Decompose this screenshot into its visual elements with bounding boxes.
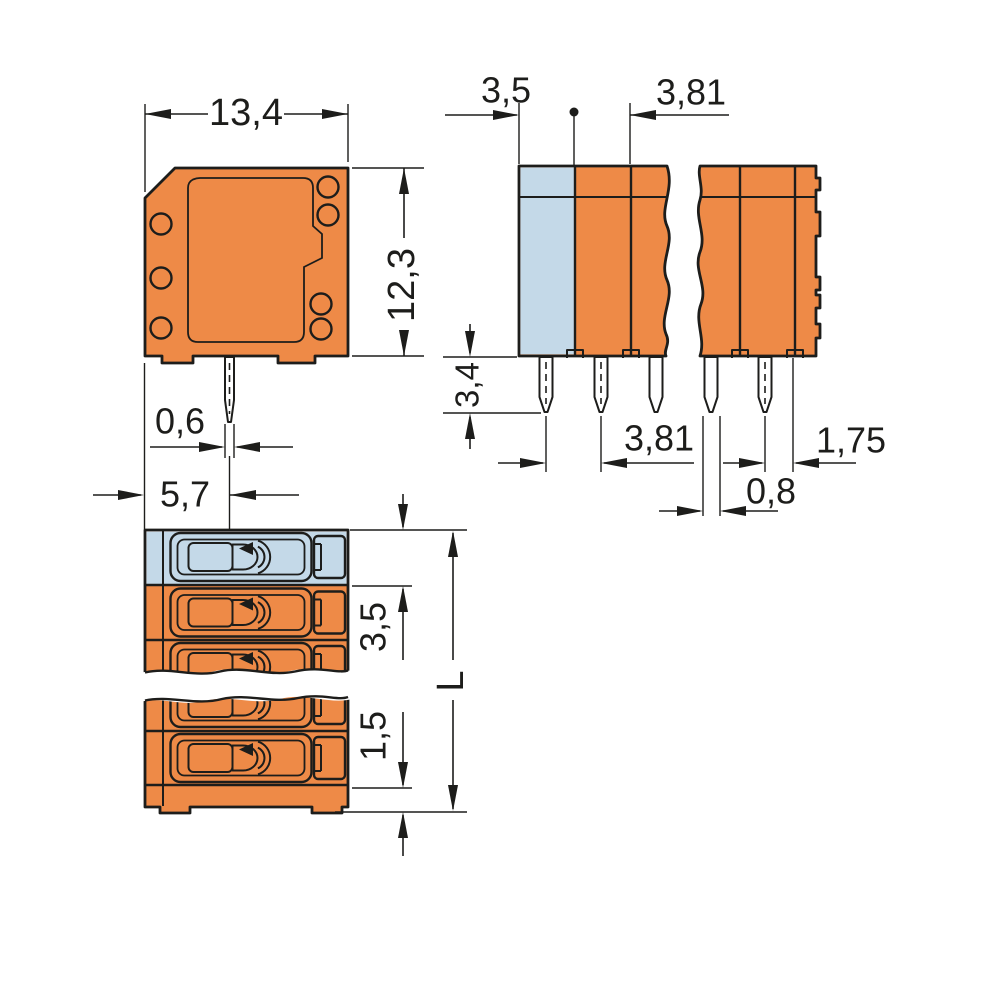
dim-overall-width-label: 13,4 [209,92,283,134]
front-housing-right-group [696,164,822,358]
dim-overall-height-label: 12,3 [381,248,423,322]
side-housing-body [143,166,350,365]
dim-pole-width-label: 3,5 [353,602,394,652]
break-band [140,669,352,703]
pole-division-lines [573,167,797,355]
front-view-dimensions: 3,5 3,81 3,4 3,81 1,75 [443,70,886,516]
first-pole-highlight [520,167,575,355]
dim-overall-length-label: L [430,670,472,691]
dim-pin-width-label: 0,6 [155,401,205,442]
front-view [517,164,822,413]
side-mounting-holes [149,175,340,341]
side-view [143,166,350,423]
break-edge-upper [144,668,349,675]
row-division-lines [146,583,347,787]
dim-pin-offset-label: 5,7 [160,474,210,515]
dim-edge-offset-label: 3,5 [481,70,531,111]
top-view-dimensions: 3,5 1,5 L [335,494,472,856]
break-edge-lower [144,695,349,703]
side-view-dimensions: 13,4 12,3 0,6 5,7 [93,92,424,529]
dim-pin-pitch-label: 3,81 [624,418,694,459]
bottom-notches [566,349,804,358]
front-solder-pins [538,356,773,413]
side-housing-inner-contour [187,177,323,343]
dim-flange-height-label: 1,5 [353,711,394,761]
top-view [140,528,352,815]
dim-last-pin-edge-label: 1,75 [816,420,886,461]
dim-pole-pitch-label: 3,81 [656,72,726,113]
datum-dot [569,107,579,117]
dim-pin-length-label: 3,4 [449,362,486,408]
solder-pin [224,356,235,423]
dim-pin-thickness-label: 0,8 [746,471,796,512]
